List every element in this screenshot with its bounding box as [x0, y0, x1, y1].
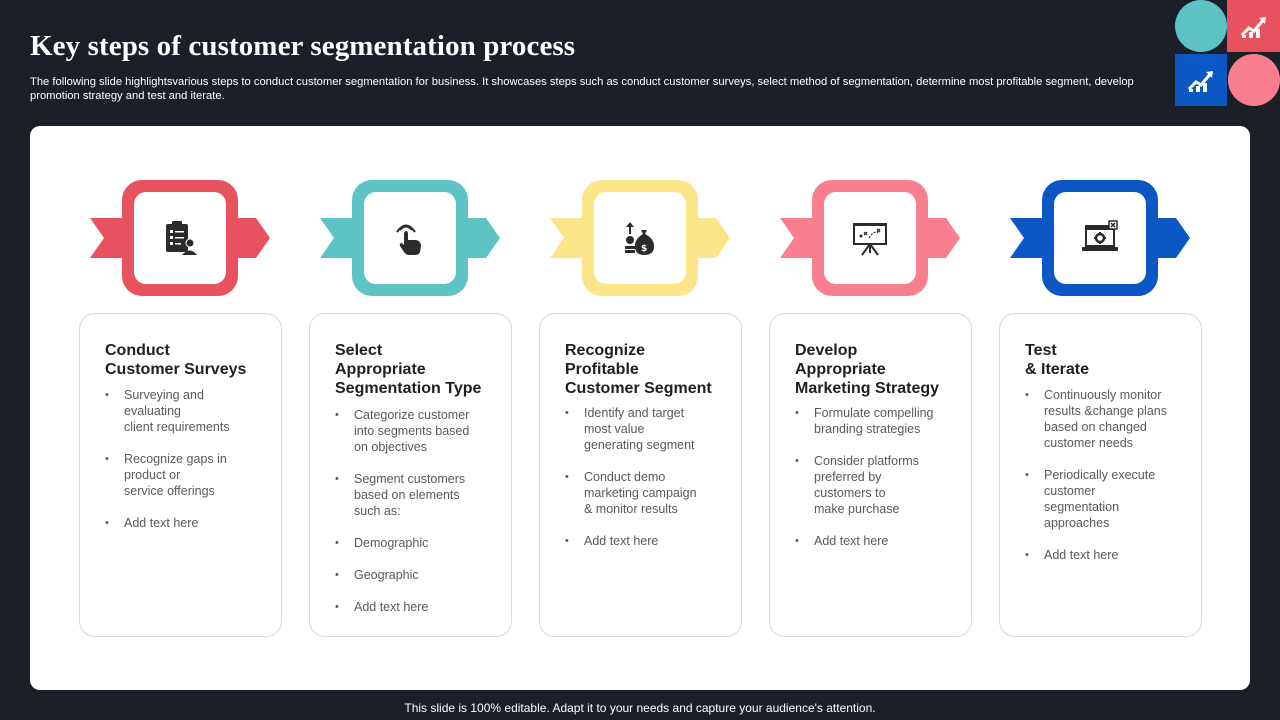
money-bag-icon: $	[625, 222, 655, 255]
bullet-item: Conduct demo marketing campaign & monito…	[565, 469, 725, 517]
step-badge	[320, 178, 500, 298]
bullet-item: Add text here	[795, 533, 955, 549]
step-bullets: Surveying and evaluating client requirem…	[105, 387, 265, 547]
bullet-item: Add text here	[1025, 547, 1185, 563]
page-subtitle: The following slide highlightsvarious st…	[30, 76, 1134, 102]
bullet-item: Segment customers based on elements such…	[335, 471, 495, 519]
decor-circle-pink	[1228, 54, 1280, 106]
bullet-item: Continuously monitor results &change pla…	[1025, 387, 1185, 451]
touch-hand-icon	[396, 224, 421, 255]
step-card: Recognize Profitable Customer Segment Id…	[539, 313, 742, 637]
step-card: Test & Iterate Continuously monitor resu…	[999, 313, 1202, 637]
step-badge: $	[550, 178, 730, 298]
laptop-settings-icon	[1082, 220, 1118, 251]
decor-growth-chart-icon-blue	[1175, 54, 1227, 106]
bullet-item: Surveying and evaluating client requirem…	[105, 387, 265, 435]
step-title: Develop Appropriate Marketing Strategy	[795, 342, 940, 397]
step-card: Conduct Customer Surveys Surveying and e…	[79, 313, 282, 637]
step-title: Conduct Customer Surveys	[105, 342, 247, 378]
bullet-item: Recognize gaps in product or service off…	[105, 451, 265, 499]
step-bullets: Continuously monitor results &change pla…	[1025, 387, 1185, 579]
step-bullets: Categorize customer into segments based …	[335, 407, 495, 631]
decor-growth-chart-icon	[1227, 0, 1280, 52]
bullet-item: Geographic	[335, 567, 495, 583]
bullet-item: Identify and target most value generatin…	[565, 405, 725, 453]
bullet-item: Add text here	[335, 599, 495, 615]
svg-text:$: $	[641, 244, 647, 254]
bullet-item: Consider platforms preferred by customer…	[795, 453, 955, 517]
bullet-item: Formulate compelling branding strategies	[795, 405, 955, 437]
survey-clipboard-icon	[166, 221, 197, 255]
step-bullets: Formulate compelling branding strategies…	[795, 405, 955, 565]
steps-panel: Conduct Customer Surveys Surveying and e…	[30, 126, 1250, 690]
bullet-item: Periodically execute customer segmentati…	[1025, 467, 1185, 531]
step-badge	[1010, 178, 1190, 298]
step-1: Conduct Customer Surveys Surveying and e…	[79, 126, 320, 690]
step-card: Develop Appropriate Marketing Strategy F…	[769, 313, 972, 637]
step-title: Test & Iterate	[1025, 342, 1090, 378]
bullet-item: Add text here	[565, 533, 725, 549]
step-bullets: Identify and target most value generatin…	[565, 405, 725, 565]
footer-note: This slide is 100% editable. Adapt it to…	[404, 701, 876, 715]
step-title: Recognize Profitable Customer Segment	[565, 342, 712, 397]
step-badge	[780, 178, 960, 298]
step-badge	[90, 178, 270, 298]
step-card: Select Appropriate Segmentation Type Cat…	[309, 313, 512, 637]
decor-circle-teal	[1175, 0, 1227, 52]
step-4: Develop Appropriate Marketing Strategy F…	[769, 126, 1010, 690]
bullet-item: Demographic	[335, 535, 495, 551]
page-title: Key steps of customer segmentation proce…	[30, 30, 576, 62]
step-5: Test & Iterate Continuously monitor resu…	[999, 126, 1240, 690]
bullet-item: Add text here	[105, 515, 265, 531]
bullet-item: Categorize customer into segments based …	[335, 407, 495, 455]
strategy-board-icon	[853, 223, 887, 256]
step-3: $ Recognize Profitable Customer Segment …	[539, 126, 780, 690]
step-title: Select Appropriate Segmentation Type	[335, 342, 482, 397]
step-2: Select Appropriate Segmentation Type Cat…	[309, 126, 550, 690]
